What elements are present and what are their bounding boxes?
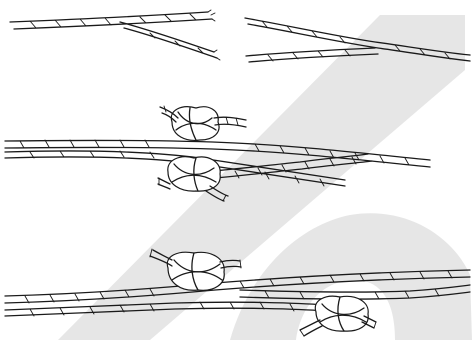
step-2-upper-knot	[160, 106, 246, 140]
left-rope-end	[10, 10, 220, 60]
step-3-right-knot	[300, 296, 376, 336]
